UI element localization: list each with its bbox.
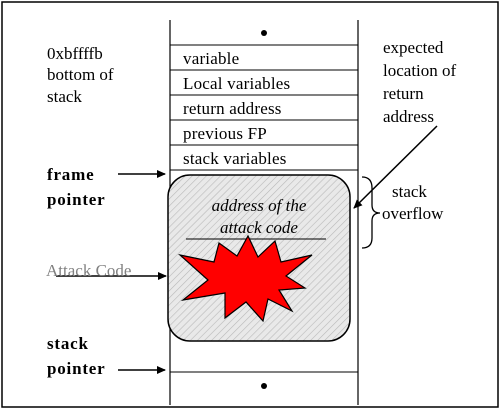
dot-icon xyxy=(261,30,267,36)
address-label: 0xbffffb xyxy=(47,44,103,63)
overflow-brace xyxy=(361,176,381,249)
stack-pointer-label-line1: stack xyxy=(47,334,89,353)
expected-location-label-line3: return xyxy=(383,84,424,103)
expected-location-label-line1: expected xyxy=(383,38,444,57)
attack-code-label: Attack Code xyxy=(46,261,132,280)
frame-pointer-label-line2: pointer xyxy=(47,190,106,209)
bottom-of-stack-label-line1: bottom of xyxy=(47,65,114,84)
bottom-of-stack-label-line2: stack xyxy=(47,87,82,106)
expected-location-label-line4: address xyxy=(383,107,434,126)
expected-location-label-line2: location of xyxy=(383,61,457,80)
return-address-arrow xyxy=(353,125,438,209)
stack-cell-return-address: return address xyxy=(183,99,282,118)
stack-cell-stack-variables: stack variables xyxy=(183,149,287,168)
stack-overflow-label-line2: overflow xyxy=(382,204,444,223)
payload-text-line1: address of the xyxy=(211,196,307,215)
dot-icon xyxy=(261,383,267,389)
stack-cell-dividers xyxy=(170,44,358,373)
stack-overflow-label-line1: stack xyxy=(392,182,427,201)
explosion-starburst-icon xyxy=(177,234,313,323)
stack-cell-local-variables: Local variables xyxy=(183,74,291,93)
stack-cell-previous-fp: previous FP xyxy=(183,124,267,143)
payload-text-line2: attack code xyxy=(220,218,298,237)
frame-pointer-label-line1: frame xyxy=(47,165,95,184)
stack-pointer-label-line2: pointer xyxy=(47,359,106,378)
stack-cell-variable: variable xyxy=(183,49,240,68)
